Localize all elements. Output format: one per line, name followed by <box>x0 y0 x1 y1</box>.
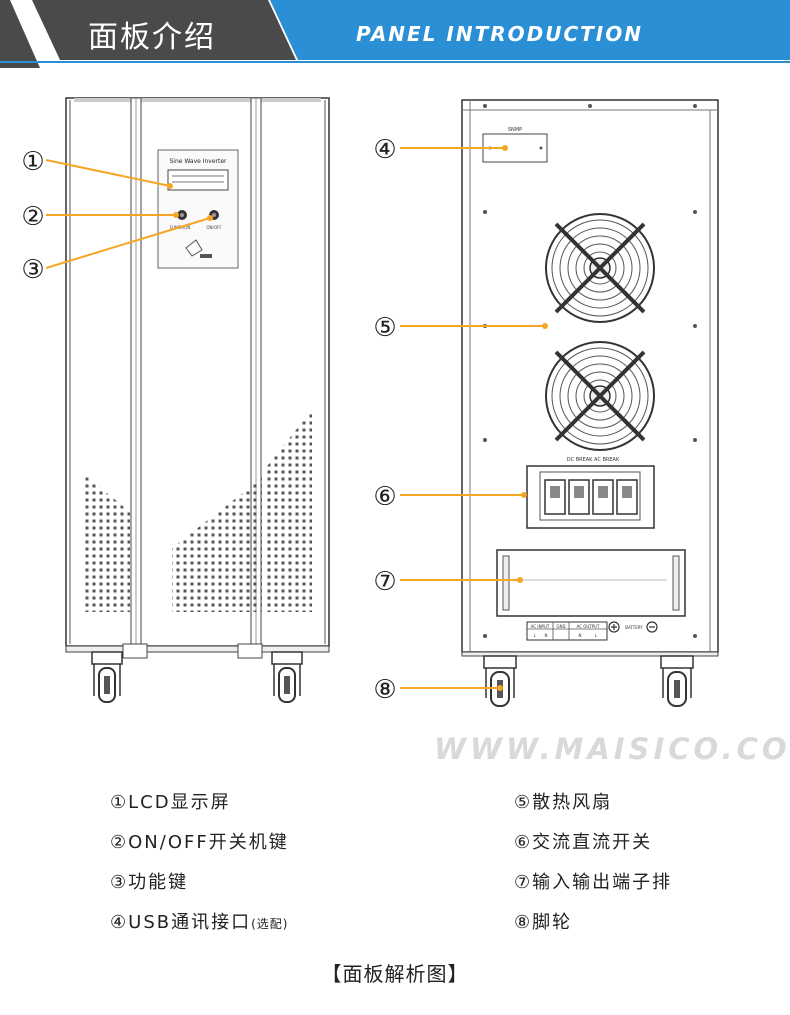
front-unit: Sine Wave Inverter FUNCTION ON/OFF <box>65 97 330 703</box>
panel-logo-mark <box>185 239 203 257</box>
terminal-pin-1: L <box>534 633 537 638</box>
back-caster-right <box>660 655 694 707</box>
legend-item-1: ①LCD显示屏 <box>110 792 231 813</box>
front-foot-left <box>122 643 148 659</box>
header-banner: 面板介绍 PANEL INTRODUCTION <box>0 0 790 68</box>
callout-lines <box>45 147 545 689</box>
battery-plus-icon <box>611 624 617 630</box>
usb-screw-right <box>539 146 543 150</box>
terminal-cover <box>496 549 686 617</box>
legend-item-6: ⑥交流直流开关 <box>514 832 653 853</box>
callout-7: ⑦ <box>373 567 396 597</box>
cooling-fan-bottom <box>545 341 655 451</box>
product-diagram: Sine Wave Inverter FUNCTION ON/OFF <box>21 97 719 707</box>
legend-item-2: ②ON/OFF开关机键 <box>110 832 289 853</box>
panel-logo-bar <box>200 254 212 258</box>
on-off-button-center <box>180 213 184 217</box>
back-unit: SNMP DC BREAK AC BREAK <box>461 99 719 707</box>
terminal-header-output: AC OUTPUT <box>576 624 600 629</box>
terminal-header-gnd: GND <box>556 624 565 629</box>
header-title-en: PANEL INTRODUCTION <box>356 22 643 46</box>
terminal-pin-5: L <box>595 633 598 638</box>
header-title-cn: 面板介绍 <box>88 20 216 55</box>
terminal-pin-4: N <box>579 633 582 638</box>
legend-item-5: ⑤散热风扇 <box>514 792 613 813</box>
front-caster-left <box>91 651 123 703</box>
terminal-cover-bracket-left <box>502 555 510 611</box>
header-shapes <box>0 0 790 68</box>
function-button-center <box>212 213 216 217</box>
callout-1: ① <box>21 147 44 177</box>
callout-8: ⑧ <box>373 675 396 705</box>
legend-item-4: ④USB通讯接口(选配) <box>110 912 289 933</box>
header-blue-band <box>270 0 790 60</box>
callout-5: ⑤ <box>373 313 396 343</box>
callout-line-3 <box>45 217 211 269</box>
legend-item-7: ⑦输入输出端子排 <box>514 872 673 893</box>
usb-port-label: SNMP <box>508 127 522 133</box>
callout-3: ③ <box>21 255 44 285</box>
cooling-fan-top <box>545 213 655 323</box>
terminal-pin-2: N <box>545 633 548 638</box>
callout-dots <box>167 145 548 691</box>
breaker-label: DC BREAK AC BREAK <box>567 457 620 463</box>
legend-item-3: ③功能键 <box>110 872 189 893</box>
back-base <box>461 651 719 657</box>
header-left-stripe <box>0 0 40 68</box>
terminal-strip: AC INPUT GND AC OUTPUT L N N L <box>526 621 608 641</box>
front-foot-right <box>237 643 263 659</box>
front-base <box>65 645 330 653</box>
battery-label: BATTERY <box>625 625 643 630</box>
front-panel-title: Sine Wave Inverter <box>169 158 227 165</box>
legend-item-4-note: (选配) <box>251 917 289 931</box>
diagram-caption: 【面板解析图】 <box>321 962 469 986</box>
header-dark-band <box>32 0 296 60</box>
terminal-cover-bracket-right <box>672 555 680 611</box>
callout-6: ⑥ <box>373 482 396 512</box>
front-switch-right-label: ON/OFF <box>206 225 222 230</box>
front-top-edge <box>74 98 321 102</box>
callout-2: ② <box>21 202 44 232</box>
breaker-switches[interactable] <box>544 479 638 515</box>
lcd-screen <box>167 169 229 191</box>
watermark: WWW.MAISICO.COM <box>434 732 790 766</box>
callout-line-1 <box>45 159 171 187</box>
back-caster-left <box>483 655 517 707</box>
front-control-panel <box>157 149 239 269</box>
callout-4: ④ <box>373 135 396 165</box>
front-caster-right <box>271 651 303 703</box>
terminal-header-input: AC INPUT <box>531 624 550 629</box>
legend-item-8: ⑧脚轮 <box>514 912 573 933</box>
